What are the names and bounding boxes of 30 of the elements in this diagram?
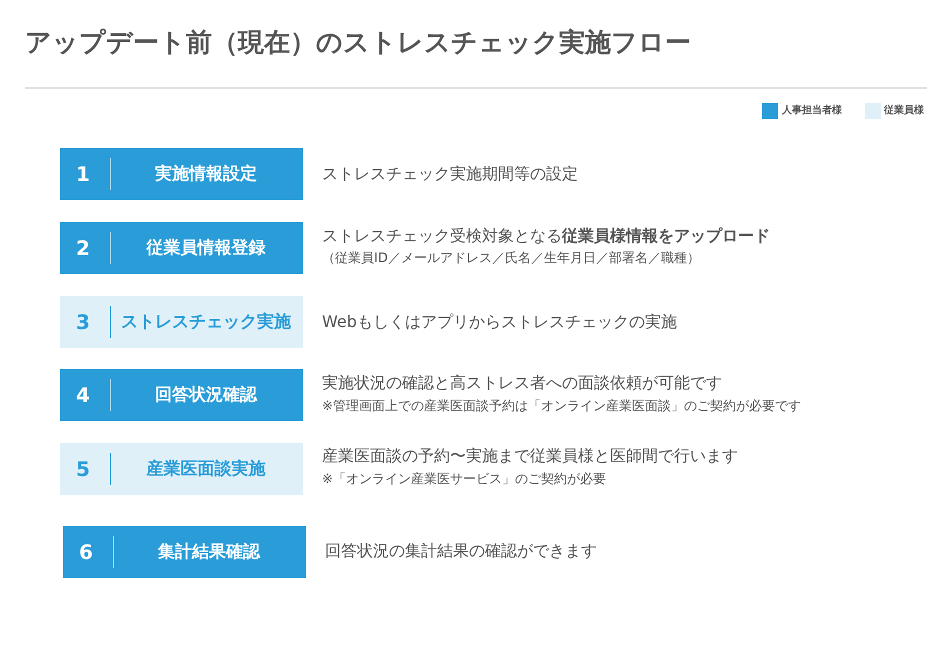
step-title: 産業医面談実施	[146, 458, 266, 480]
step-number: 2	[76, 236, 90, 260]
step-box	[60, 296, 303, 348]
step-note: （従業員ID／メールアドレス／氏名／生年月日／部署名／職種）	[322, 251, 700, 268]
step-box	[60, 148, 303, 200]
step-description: 回答状況の集計結果の確認ができます	[325, 541, 597, 562]
step-number: 1	[76, 162, 90, 186]
step-title: ストレスチェック実施	[121, 312, 291, 332]
page-title: アップデート前（現在）のストレスチェック実施フロー	[25, 28, 691, 60]
step-description: Webもしくはアプリからストレスチェックの実施	[322, 312, 677, 333]
step-note: ※管理画面上での産業医面談予約は「オンライン産業医面談」のご契約が必要です	[322, 399, 801, 416]
step-number: 3	[76, 310, 90, 334]
step-box	[60, 443, 303, 495]
step-description: ストレスチェック実施期間等の設定	[322, 164, 578, 185]
step-box	[60, 369, 303, 421]
step-title: 回答状況確認	[155, 384, 257, 406]
step-box	[63, 526, 306, 578]
step-note: ※「オンライン産業医サービス」のご契約が必要	[322, 472, 606, 489]
step-title: 従業員情報登録	[146, 238, 266, 258]
step-box	[60, 222, 303, 274]
step-title: 集計結果確認	[158, 542, 260, 562]
legend-label: 人事担当者様	[782, 104, 842, 118]
step-number: 5	[76, 457, 90, 481]
step-description: ストレスチェック受検対象となる従業員様情報をアップロード	[322, 226, 770, 247]
step-number: 4	[76, 383, 90, 407]
step-title: 実施情報設定	[155, 164, 257, 184]
legend-label: 従業員様	[884, 104, 924, 118]
step-description: 産業医面談の予約〜実施まで従業員様と医師間で行います	[322, 446, 738, 467]
step-description: 実施状況の確認と高ストレス者への面談依頼が可能です	[322, 373, 722, 394]
step-number: 6	[79, 540, 93, 564]
